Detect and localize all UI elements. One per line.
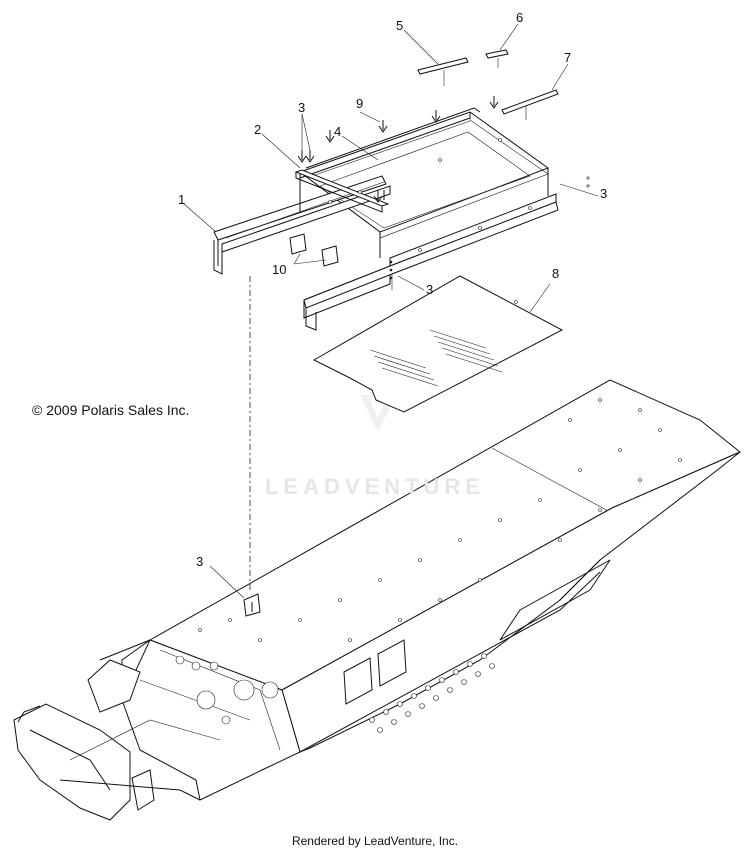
fasteners bbox=[297, 96, 499, 280]
tunnel-cover bbox=[312, 275, 564, 413]
callout-2: 2 bbox=[254, 122, 261, 137]
callout-6: 6 bbox=[516, 10, 523, 25]
leader-lines bbox=[183, 23, 599, 599]
bumper-pads bbox=[289, 233, 339, 267]
callout-3-top: 3 bbox=[298, 100, 305, 115]
watermark-text: LEADVENTURE bbox=[264, 474, 485, 499]
callout-1: 1 bbox=[178, 192, 185, 207]
callout-7: 7 bbox=[564, 50, 571, 65]
rail-assembly bbox=[213, 107, 590, 331]
side-hole-pattern bbox=[369, 653, 495, 733]
callout-3-right: 3 bbox=[600, 186, 607, 201]
callout-4: 4 bbox=[334, 124, 341, 139]
callout-9: 9 bbox=[356, 96, 363, 111]
callout-5: 5 bbox=[396, 18, 403, 33]
decal-strips bbox=[417, 49, 559, 120]
callout-3-lower: 3 bbox=[196, 554, 203, 569]
callout-10: 10 bbox=[272, 262, 286, 277]
copyright-notice: © 2009 Polaris Sales Inc. bbox=[32, 402, 190, 418]
callout-8: 8 bbox=[552, 266, 559, 281]
render-credit: Rendered by LeadVenture, Inc. bbox=[291, 834, 459, 848]
chassis-tunnel bbox=[13, 379, 741, 821]
deck-rivets bbox=[198, 398, 682, 642]
callout-3-middle: 3 bbox=[426, 282, 433, 297]
